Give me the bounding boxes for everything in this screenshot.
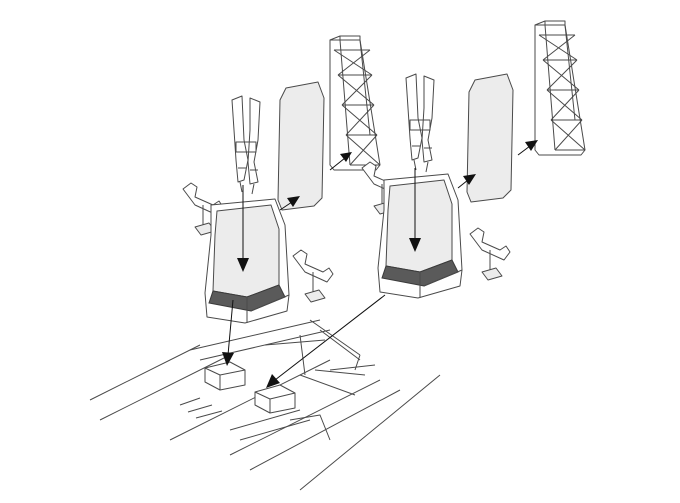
seat-mount-block-2	[254, 384, 296, 414]
lap-belt-right-2	[469, 227, 511, 281]
seat-mount-block-1	[204, 361, 246, 391]
seat-backboard-1	[277, 81, 325, 211]
seat-frame-truss-2	[534, 20, 586, 156]
cockpit-floor	[89, 319, 441, 491]
shoulder-harness-1	[231, 95, 261, 195]
seat-backboard-2	[466, 73, 514, 203]
seat-bucket-2	[377, 173, 463, 299]
lap-belt-right-1	[292, 249, 334, 303]
seat-frame-truss-1	[329, 35, 381, 171]
shoulder-harness-2	[405, 73, 435, 173]
assembly-arrows	[222, 140, 538, 388]
